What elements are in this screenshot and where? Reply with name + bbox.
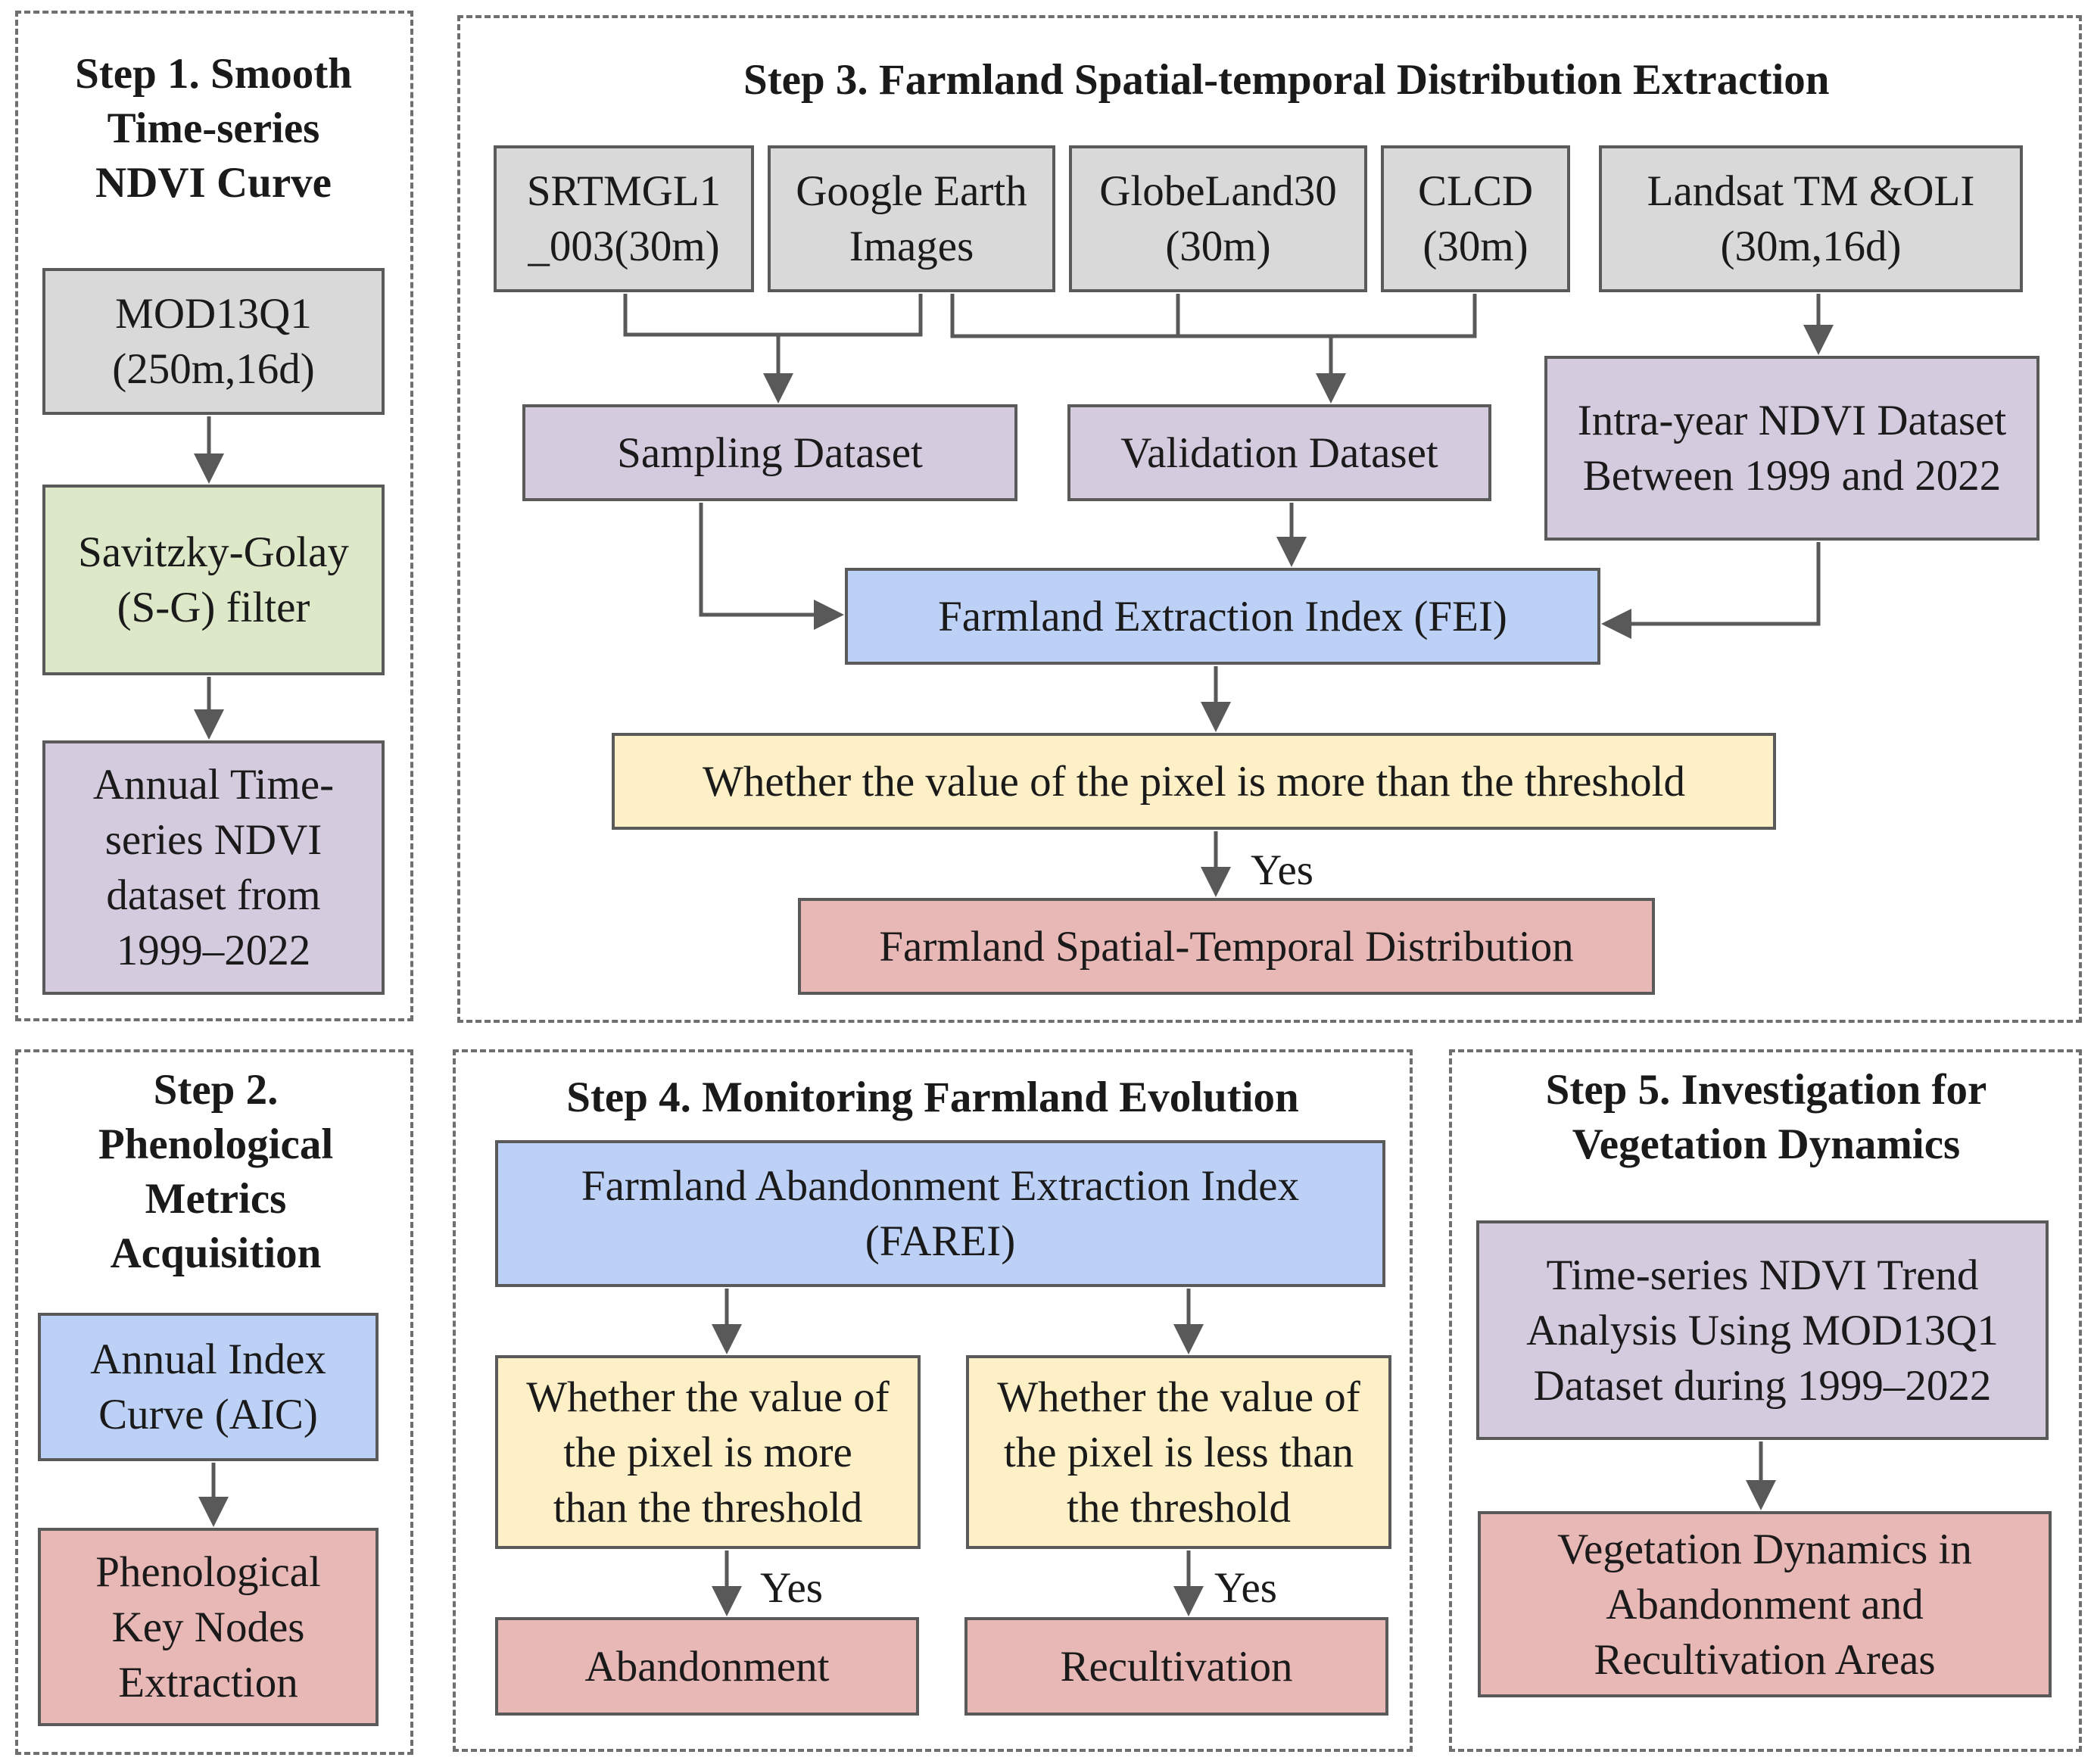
yes-label: Yes	[1251, 846, 1313, 894]
sampling-dataset-box: Sampling Dataset	[522, 404, 1017, 501]
less-threshold-box: Whether the value of the pixel is less t…	[966, 1355, 1391, 1549]
abandonment-box: Abandonment	[495, 1617, 919, 1716]
mod13q1-box: MOD13Q1 (250m,16d)	[42, 268, 385, 415]
step2-title: Step 2. Phenological Metrics Acquisition	[98, 1066, 334, 1277]
threshold-box: Whether the value of the pixel is more t…	[612, 733, 1776, 830]
globeland-box: GlobeLand30 (30m)	[1069, 145, 1367, 292]
step4-title: Step 4. Monitoring Farmland Evolution	[566, 1074, 1299, 1121]
arrow-intra-to-fei	[1601, 542, 1821, 639]
validation-dataset-box: Validation Dataset	[1067, 404, 1491, 501]
aic-box: Annual Index Curve (AIC)	[38, 1313, 379, 1461]
srtm-box: SRTMGL1 _003(30m)	[494, 145, 754, 292]
step3-panel	[457, 15, 2082, 1023]
yes-left-label: Yes	[760, 1564, 823, 1612]
recultivation-box: Recultivation	[964, 1617, 1388, 1716]
arrow-sampling-to-fei	[699, 503, 844, 630]
annual-ndvi-dataset-box: Annual Time- series NDVI dataset from 19…	[42, 740, 385, 995]
step4-panel	[453, 1049, 1413, 1752]
sg-filter-box: Savitzky-Golay (S-G) filter	[42, 485, 385, 675]
yes-right-label: Yes	[1214, 1564, 1277, 1612]
phenological-key-nodes-box: Phenological Key Nodes Extraction	[38, 1528, 379, 1726]
connector-google-globe-clcd	[950, 294, 1477, 338]
landsat-box: Landsat TM &OLI (30m,16d)	[1599, 145, 2023, 292]
intra-year-ndvi-box: Intra-year NDVI Dataset Between 1999 and…	[1544, 356, 2039, 541]
google-earth-box: Google Earth Images	[768, 145, 1055, 292]
step2-panel	[15, 1049, 413, 1755]
ndvi-trend-box: Time-series NDVI Trend Analysis Using MO…	[1476, 1220, 2049, 1440]
clcd-box: CLCD (30m)	[1381, 145, 1570, 292]
step5-title: Step 5. Investigation for Vegetation Dyn…	[1545, 1066, 1987, 1168]
fei-box: Farmland Extraction Index (FEI)	[845, 568, 1600, 665]
step1-title: Step 1. Smooth Time-series NDVI Curve	[75, 50, 352, 207]
step3-title: Step 3. Farmland Spatial-temporal Distri…	[743, 56, 1830, 104]
more-threshold-box: Whether the value of the pixel is more t…	[495, 1355, 921, 1549]
step1-panel	[15, 11, 413, 1021]
farei-box: Farmland Abandonment Extraction Index (F…	[495, 1140, 1385, 1287]
connector-srtm-google-to-sampling	[623, 294, 923, 337]
step5-panel	[1449, 1049, 2082, 1752]
vegetation-dynamics-box: Vegetation Dynamics in Abandonment and R…	[1478, 1511, 2052, 1697]
farmland-distribution-box: Farmland Spatial-Temporal Distribution	[798, 898, 1655, 995]
